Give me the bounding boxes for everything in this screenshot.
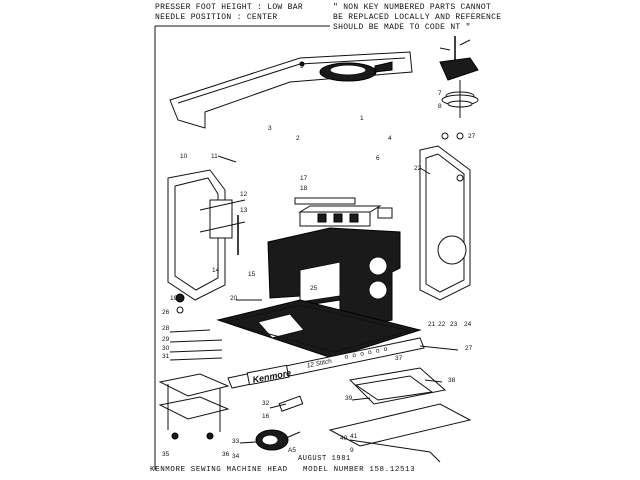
callout-28: 28: [162, 325, 170, 332]
footer-date-code: A5: [288, 447, 296, 454]
callout-4: 4: [388, 135, 392, 142]
callout-13: 13: [240, 207, 248, 214]
footer-date: AUGUST 1981: [298, 455, 351, 463]
footer-product: KENMORE SEWING MACHINE HEAD: [150, 466, 288, 474]
non-key-note-line2: BE REPLACED LOCALLY AND REFERENCE: [333, 13, 502, 22]
callout-14: 14: [212, 267, 220, 274]
callout-19: 19: [170, 295, 178, 302]
footer-model-number: MODEL NUMBER 158.12513: [303, 466, 416, 474]
callout-37: 37: [395, 355, 403, 362]
callout-33: 33: [232, 438, 240, 445]
callout-16: 16: [262, 413, 270, 420]
callout-23: 23: [450, 321, 458, 328]
left-side-cover: [167, 169, 246, 314]
leader-lines: [169, 155, 459, 444]
callout-1: 1: [360, 115, 364, 122]
frame-lines: [154, 25, 330, 470]
callout-26: 26: [162, 309, 170, 316]
callout-3: 3: [268, 125, 272, 132]
callout-40: 40: [340, 435, 348, 442]
spool-pin-assembly: [439, 36, 479, 140]
machine-bed: [216, 299, 422, 359]
top-cover: [169, 51, 413, 129]
callout-38: 38: [448, 377, 456, 384]
callout-25: 25: [310, 285, 318, 292]
callout-6: 6: [376, 155, 380, 162]
callout-2: 2: [296, 135, 300, 142]
callout-31: 31: [162, 353, 170, 360]
callout-30: 30: [162, 345, 170, 352]
callout-8: 8: [438, 103, 442, 110]
callout-35: 35: [162, 451, 170, 458]
callout-34: 34: [232, 453, 240, 460]
callout-11: 11: [211, 153, 218, 160]
callout-29: 29: [162, 336, 170, 343]
callout-39: 39: [345, 395, 353, 402]
callout-22b: 22: [438, 321, 446, 328]
callout-27b: 27: [465, 345, 473, 352]
footer-model-line: KENMORE SEWING MACHINE HEAD MODEL NUMBER…: [150, 466, 415, 474]
svg-text:o: o: [367, 349, 372, 357]
callout-22: 22: [414, 165, 422, 172]
callout-labels: 11 10 12 13 14 15 19 26 20 28 29 30 31 2…: [162, 63, 476, 460]
callout-36: 36: [222, 451, 230, 458]
callout-32: 32: [262, 400, 270, 407]
callout-41: 41: [350, 433, 358, 440]
accessory-trays: [158, 373, 230, 440]
callout-27: 27: [468, 133, 476, 140]
svg-text:o: o: [360, 350, 365, 358]
callout-12: 12: [240, 191, 248, 198]
callout-18: 18: [300, 185, 308, 192]
nameplate-brand: Kenmore: [252, 368, 292, 385]
non-key-note-line1: " NON KEY NUMBERED PARTS CANNOT: [333, 3, 492, 12]
right-side-cover: [419, 145, 471, 301]
motor: [255, 395, 304, 451]
bed-cover-assembly: [328, 367, 472, 463]
stitch-dial-row: o o o o o o: [344, 346, 389, 361]
callout-24: 24: [464, 321, 472, 328]
svg-text:o: o: [383, 346, 388, 354]
callout-5: 5: [300, 63, 304, 70]
machine-head: [267, 197, 401, 333]
callout-17: 17: [300, 175, 308, 182]
nameplate-subtitle: 12 Stitch: [306, 358, 333, 370]
callout-10: 10: [180, 153, 188, 160]
svg-text:o: o: [352, 352, 357, 360]
svg-text:o: o: [375, 347, 380, 355]
needle-position-note: NEEDLE POSITION : CENTER: [155, 13, 278, 22]
callout-21: 21: [428, 321, 436, 328]
callout-9: 9: [350, 447, 354, 454]
callout-7: 7: [438, 90, 442, 97]
svg-text:o: o: [344, 353, 349, 361]
non-key-note-line3: SHOULD BE MADE TO CODE NT ": [333, 23, 471, 32]
presser-foot-note: PRESSER FOOT HEIGHT : LOW BAR: [155, 3, 303, 12]
callout-15: 15: [248, 271, 256, 278]
callout-20: 20: [230, 295, 238, 302]
